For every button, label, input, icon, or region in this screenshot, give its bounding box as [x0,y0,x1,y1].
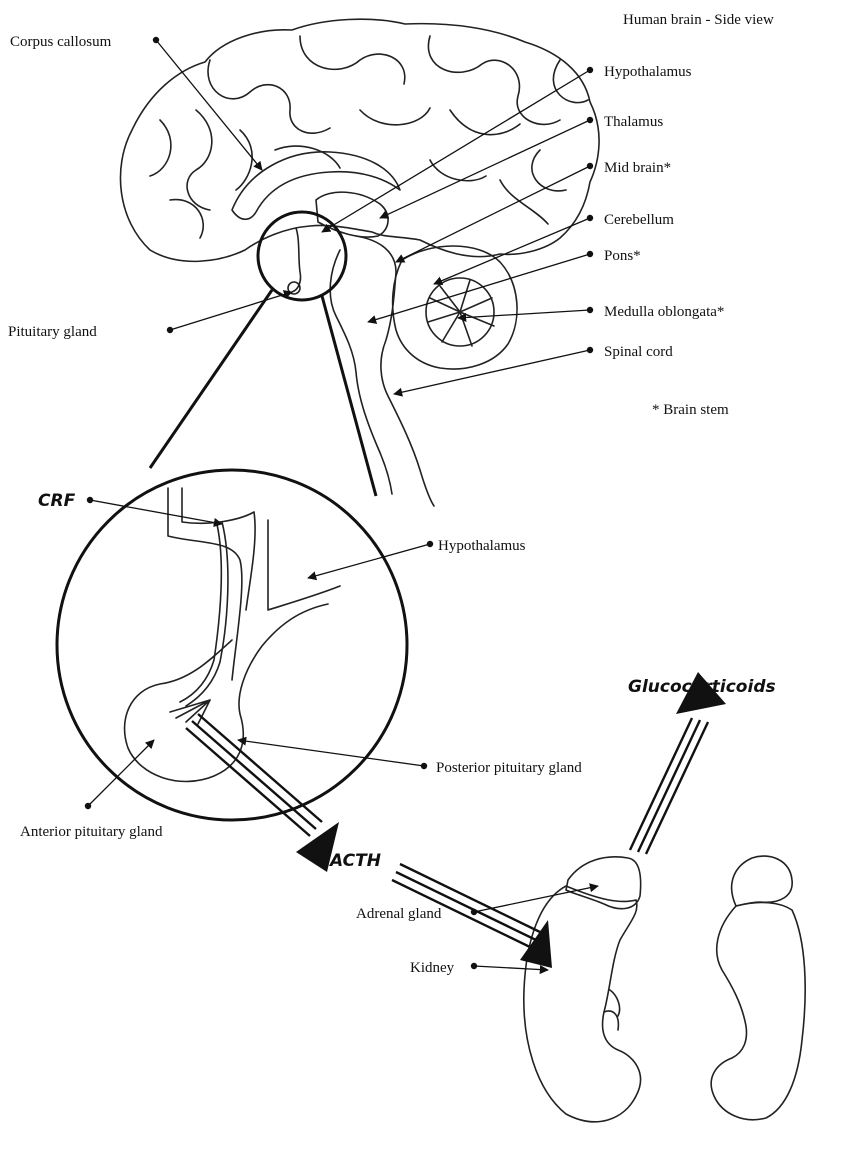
label-anterior-pituitary: Anterior pituitary gland [20,824,163,840]
label-pons: Pons* [604,248,641,264]
nerve-fibres [170,520,228,724]
label-acth: ACTH [328,851,381,871]
adrenal-gland-right [732,856,793,906]
label-adrenal-gland: Adrenal gland [356,906,442,922]
label-kidney: Kidney [410,960,455,976]
kidney-right [711,903,805,1120]
label-hypothalamus-zoom: Hypothalamus [438,538,526,554]
label-thalamus: Thalamus [604,114,663,130]
kidneys [524,856,805,1122]
label-corpus-callosum: Corpus callosum [10,34,112,50]
label-crf: CRF [38,491,76,511]
label-spinal-cord: Spinal cord [604,344,673,360]
label-pituitary-gland: Pituitary gland [8,324,97,340]
glucocorticoid-release-arrow [630,672,726,854]
label-cerebellum: Cerebellum [604,212,674,228]
cerebellum-outline [393,246,517,369]
diagram-title: Human brain - Side view [623,12,774,28]
hypothalamus-outline [168,488,340,680]
brain-stem [330,236,434,506]
gyri [150,36,588,238]
label-mid-brain: Mid brain* [604,160,671,176]
label-glucocorticoids: Glucocorticoids [628,677,776,697]
zoom-connector-right [322,296,376,496]
corpus-callosum [232,152,400,219]
label-hypothalamus-top: Hypothalamus [604,64,692,80]
acth-release-arrow [186,714,339,872]
label-medulla-oblongata: Medulla oblongata* [604,304,724,320]
cerebrum-outline [120,19,599,261]
label-posterior-pituitary: Posterior pituitary gland [436,760,582,776]
pituitary-large [125,604,328,781]
footnote-brain-stem: * Brain stem [652,402,729,418]
ureter-left [604,990,620,1030]
kidney-left [524,886,641,1122]
